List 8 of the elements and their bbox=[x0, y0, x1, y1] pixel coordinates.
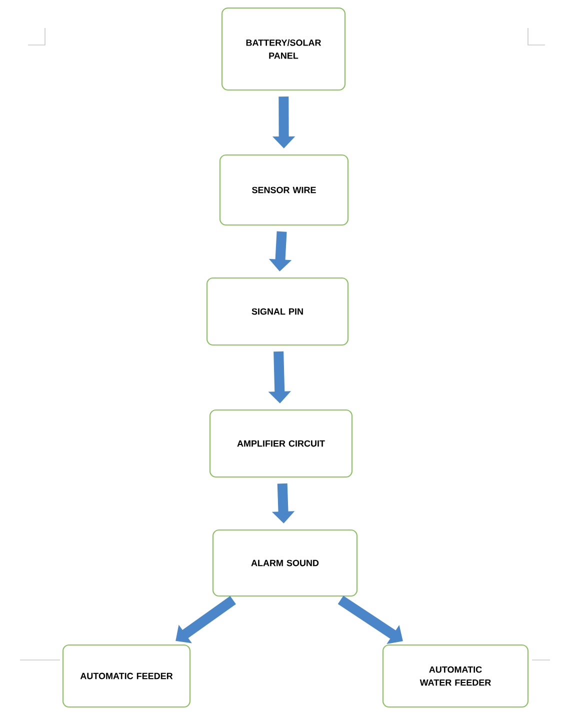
process-box: BATTERY/SOLAR PANEL bbox=[221, 7, 346, 91]
process-box: SIGNAL PIN bbox=[206, 277, 349, 346]
process-box: AUTOMATIC FEEDER bbox=[62, 644, 191, 708]
arrow bbox=[176, 596, 236, 644]
process-box: SENSOR WIRE bbox=[219, 154, 349, 226]
process-box: AUTOMATIC WATER FEEDER bbox=[382, 644, 529, 708]
process-box: AMPLIFIER CIRCUIT bbox=[209, 409, 353, 478]
process-box: ALARM SOUND bbox=[212, 529, 358, 597]
